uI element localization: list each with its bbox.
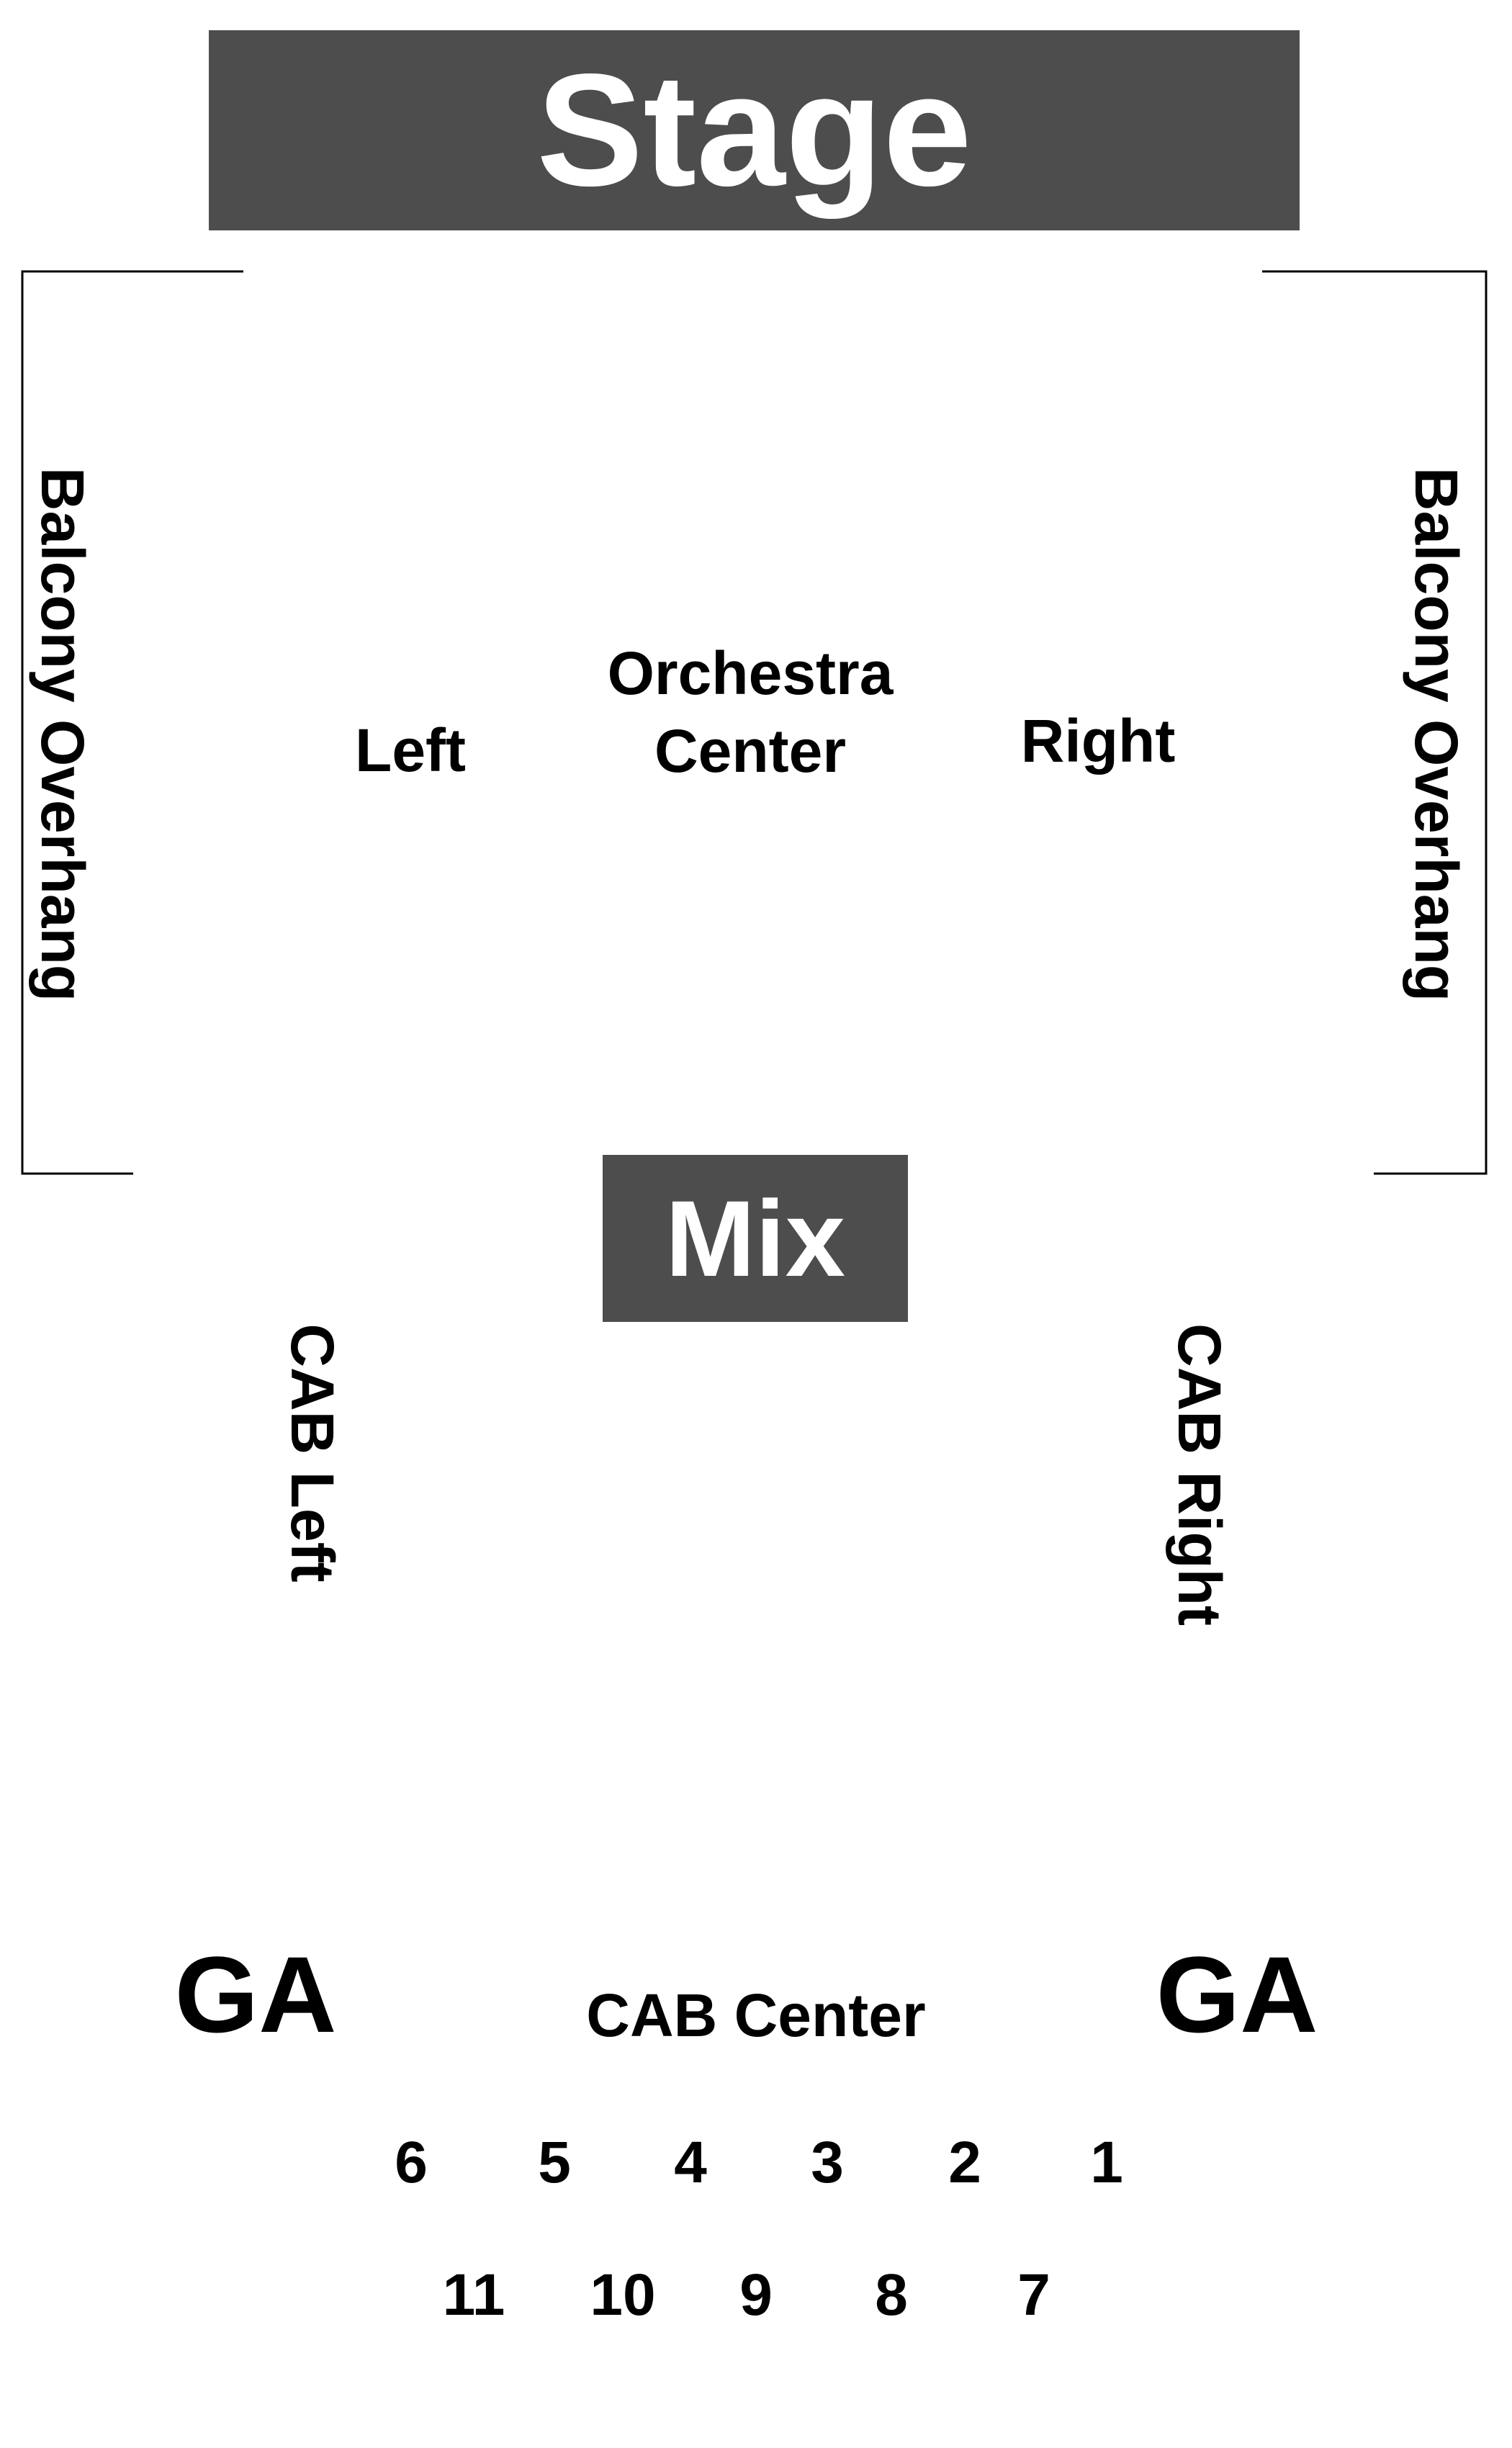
box-number[interactable]: 4: [674, 2130, 707, 2195]
box-number[interactable]: 1: [1090, 2130, 1123, 2195]
box-number[interactable]: 11: [442, 2262, 505, 2328]
box-number[interactable]: 3: [811, 2130, 844, 2195]
cab-center-label[interactable]: CAB Center: [586, 1981, 926, 2049]
box-number[interactable]: 9: [739, 2262, 773, 2328]
orchestra-center-line1: Orchestra: [607, 639, 894, 707]
orchestra-left-label[interactable]: Left: [355, 716, 466, 784]
stage-label: Stage: [536, 41, 972, 220]
orchestra-center-label[interactable]: Orchestra Center: [608, 635, 894, 790]
cab-left-label[interactable]: CAB Left: [279, 1323, 346, 1583]
box-number[interactable]: 5: [538, 2130, 571, 2195]
box-number[interactable]: 8: [875, 2262, 908, 2328]
box-number[interactable]: 6: [395, 2130, 428, 2195]
orchestra-right-label[interactable]: Right: [1020, 707, 1176, 775]
ga-left-label[interactable]: GA: [174, 1934, 337, 2055]
mix-block[interactable]: Mix: [603, 1155, 908, 1322]
cab-right-label[interactable]: CAB Right: [1166, 1323, 1233, 1626]
mix-label: Mix: [665, 1178, 846, 1299]
balcony-overhang-left-label[interactable]: Balcony Overhang: [29, 467, 96, 1002]
stage-block[interactable]: Stage: [209, 30, 1300, 230]
box-number[interactable]: 2: [948, 2130, 981, 2195]
orchestra-center-line2: Center: [654, 716, 847, 785]
box-number[interactable]: 10: [590, 2262, 656, 2328]
ga-right-label[interactable]: GA: [1156, 1934, 1318, 2055]
balcony-overhang-right-label[interactable]: Balcony Overhang: [1403, 467, 1470, 1002]
box-number[interactable]: 7: [1017, 2262, 1050, 2328]
